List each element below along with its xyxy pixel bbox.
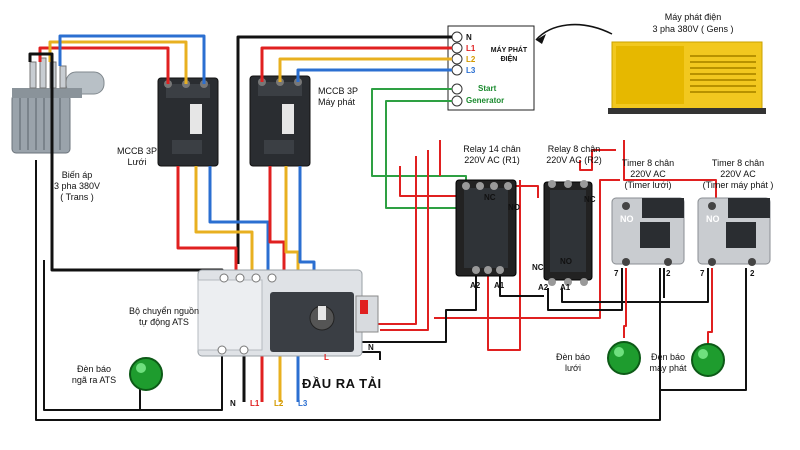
timer-generator-line2: 220V AC xyxy=(720,169,756,179)
terminal-l3 xyxy=(451,64,463,76)
transformer-title: Biến áp xyxy=(61,170,93,180)
relay-8pin-image xyxy=(543,180,593,286)
generator-arrow xyxy=(535,23,613,41)
lamp-ats-title: Đèn báo xyxy=(76,364,112,374)
relay14-no-label: NO xyxy=(508,203,520,212)
lamp-ats-image xyxy=(129,357,163,391)
output-title: ĐẦU RA TẢI xyxy=(302,376,382,391)
timer-grid-no-label: NO xyxy=(620,214,634,224)
mccb-generator-image xyxy=(249,75,311,167)
generator-arrow-head xyxy=(536,34,546,44)
mccb-generator-title: MCCB 3P xyxy=(318,86,359,96)
transformer-line3: ( Trans ) xyxy=(60,192,94,202)
relay-14pin-image xyxy=(455,179,517,277)
relay8-a1-label: A1 xyxy=(560,283,571,292)
timer-grid-image xyxy=(611,197,685,266)
ats-n-label: N xyxy=(368,343,374,352)
mccb-grid-subtitle: Lưới xyxy=(127,157,147,167)
timer-grid-pin2: 2 xyxy=(666,269,671,278)
terminal-l1-label: L1 xyxy=(466,44,476,53)
output-l1-label: L1 xyxy=(250,399,260,408)
terminal-start-label: Start xyxy=(478,84,497,93)
transformer-image xyxy=(11,57,105,154)
terminal-l1 xyxy=(451,42,463,54)
relay8-nc-side-label: NC xyxy=(532,263,544,272)
power-wires xyxy=(28,34,452,402)
lamp-generator-title: Đèn báo xyxy=(650,352,686,362)
relay8-a2-label: A2 xyxy=(538,283,549,292)
terminal-generator-label: Generator xyxy=(466,96,505,105)
timer-grid-line3: (Timer lưới) xyxy=(624,180,672,190)
lamp-generator-image xyxy=(691,343,725,377)
lamp-grid-title: Đèn báo xyxy=(555,352,591,362)
timer-grid-pin7: 7 xyxy=(614,269,619,278)
relay14-a1-label: A1 xyxy=(494,281,505,290)
relay14-subtitle: 220V AC (R1) xyxy=(464,155,520,165)
mccb-grid-image xyxy=(157,77,219,167)
lamp-grid-subtitle: lưới xyxy=(565,363,581,373)
relay14-title: Relay 14 chân xyxy=(463,144,521,154)
ats-subtitle: tự động ATS xyxy=(139,317,189,327)
terminal-n xyxy=(451,31,463,43)
terminal-n-label: N xyxy=(466,33,472,42)
relay14-nc-label: NC xyxy=(484,193,496,202)
terminal-l2 xyxy=(451,53,463,65)
relay8-title: Relay 8 chân xyxy=(547,144,601,154)
control-wires xyxy=(35,88,747,421)
lamp-generator-subtitle: máy phát xyxy=(649,363,687,373)
timer-generator-title: Timer 8 chân xyxy=(711,158,765,168)
relay8-nc-top-label: NC xyxy=(584,195,596,204)
ats-l-label: L xyxy=(324,353,329,362)
output-n-label: N xyxy=(230,399,236,408)
ats-image xyxy=(197,269,379,357)
relay14-a2-label: A2 xyxy=(470,281,481,290)
timer-generator-line3: (Timer máy phát ) xyxy=(702,180,774,190)
lamp-grid-image xyxy=(607,341,641,375)
relay8-subtitle: 220V AC (R2) xyxy=(546,155,602,165)
output-l3-label: L3 xyxy=(298,399,308,408)
terminal-l3-label: L3 xyxy=(466,66,476,75)
terminal-start-1 xyxy=(451,83,463,95)
timer-generator-pin2: 2 xyxy=(750,269,755,278)
terminal-l2-label: L2 xyxy=(466,55,476,64)
generator-terminal-box xyxy=(447,25,535,111)
mccb-generator-subtitle: Máy phát xyxy=(318,97,356,107)
lamp-ats-subtitle: ngã ra ATS xyxy=(71,375,117,385)
terminal-title: MÁY PHÁT ĐIỆN xyxy=(490,47,528,63)
ats-title: Bộ chuyển nguồn xyxy=(128,306,200,316)
timer-generator-image xyxy=(697,197,771,266)
mccb-grid-title: MCCB 3P xyxy=(116,146,157,156)
timer-generator-pin7: 7 xyxy=(700,269,705,278)
transformer-line2: 3 pha 380V xyxy=(53,181,101,191)
output-l2-label: L2 xyxy=(274,399,284,408)
timer-grid-line2: 220V AC xyxy=(630,169,666,179)
timer-generator-no-label: NO xyxy=(706,214,720,224)
genset-title: Máy phát điện xyxy=(664,12,722,22)
timer-grid-title: Timer 8 chân xyxy=(621,158,675,168)
genset-subtitle: 3 pha 380V ( Gens ) xyxy=(652,24,734,34)
terminal-start-2 xyxy=(451,95,463,107)
relay8-no-label: NO xyxy=(560,257,572,266)
generator-set-image xyxy=(608,41,766,114)
